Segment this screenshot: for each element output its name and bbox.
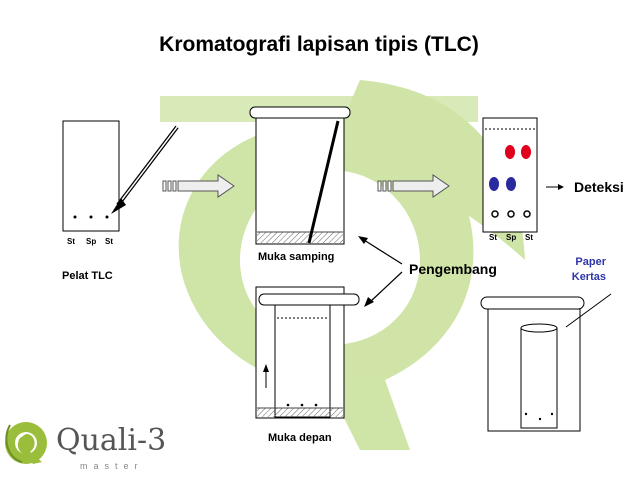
logo-mark: [5, 422, 47, 464]
detection-arrow: [546, 184, 564, 190]
tlc-plate: [62, 120, 120, 232]
plate-spot: [89, 215, 93, 219]
muka-depan-label: Muka depan: [268, 432, 332, 444]
blue-spot: [506, 177, 516, 191]
origin-spot: [491, 210, 499, 218]
process-arrow: [162, 174, 235, 198]
kertas-pointer: [565, 293, 612, 328]
result-lane-label: St: [525, 233, 533, 242]
paper-spot: [550, 412, 554, 416]
result-lane-label: Sp: [506, 233, 517, 242]
pelat-tlc-label: Pelat TLC: [62, 270, 113, 282]
kertas-label: Kertas: [571, 271, 606, 283]
paper-spot: [538, 417, 542, 421]
tank-front-view: [255, 286, 360, 419]
paper-label: Paper: [575, 256, 606, 268]
logo-name: Quali-3: [56, 423, 167, 458]
paper-tank: [480, 293, 612, 432]
plate-spot: [73, 215, 77, 219]
watermark-q-shape: [178, 122, 474, 450]
process-arrow: [377, 174, 450, 198]
pipette: [111, 125, 179, 214]
plate-lane-label: St: [105, 237, 113, 246]
plate-lane-label: Sp: [86, 237, 97, 246]
front-spot: [314, 403, 318, 407]
muka-samping-label: Muka samping: [258, 251, 335, 263]
watermark-leaf: [330, 80, 525, 260]
tank-side-view: [249, 106, 351, 245]
developed-plate: [482, 117, 538, 233]
blue-spot: [489, 177, 499, 191]
logo-subtitle: master: [80, 461, 144, 471]
origin-spot: [523, 210, 531, 218]
paper-spot: [524, 412, 528, 416]
pengembang-arrow-up: [358, 236, 403, 265]
pengembang-arrow-down: [364, 271, 403, 307]
plate-spot: [105, 215, 109, 219]
front-spot: [300, 403, 304, 407]
plate-lane-label: St: [67, 237, 75, 246]
pengembang-label: Pengembang: [409, 261, 497, 277]
red-spot: [505, 145, 515, 159]
result-lane-label: St: [489, 233, 497, 242]
red-spot: [521, 145, 531, 159]
deteksi-label: Deteksi: [574, 179, 624, 195]
origin-spot: [507, 210, 515, 218]
front-spot: [286, 403, 290, 407]
page-title: Kromatografi lapisan tipis (TLC): [159, 33, 479, 56]
